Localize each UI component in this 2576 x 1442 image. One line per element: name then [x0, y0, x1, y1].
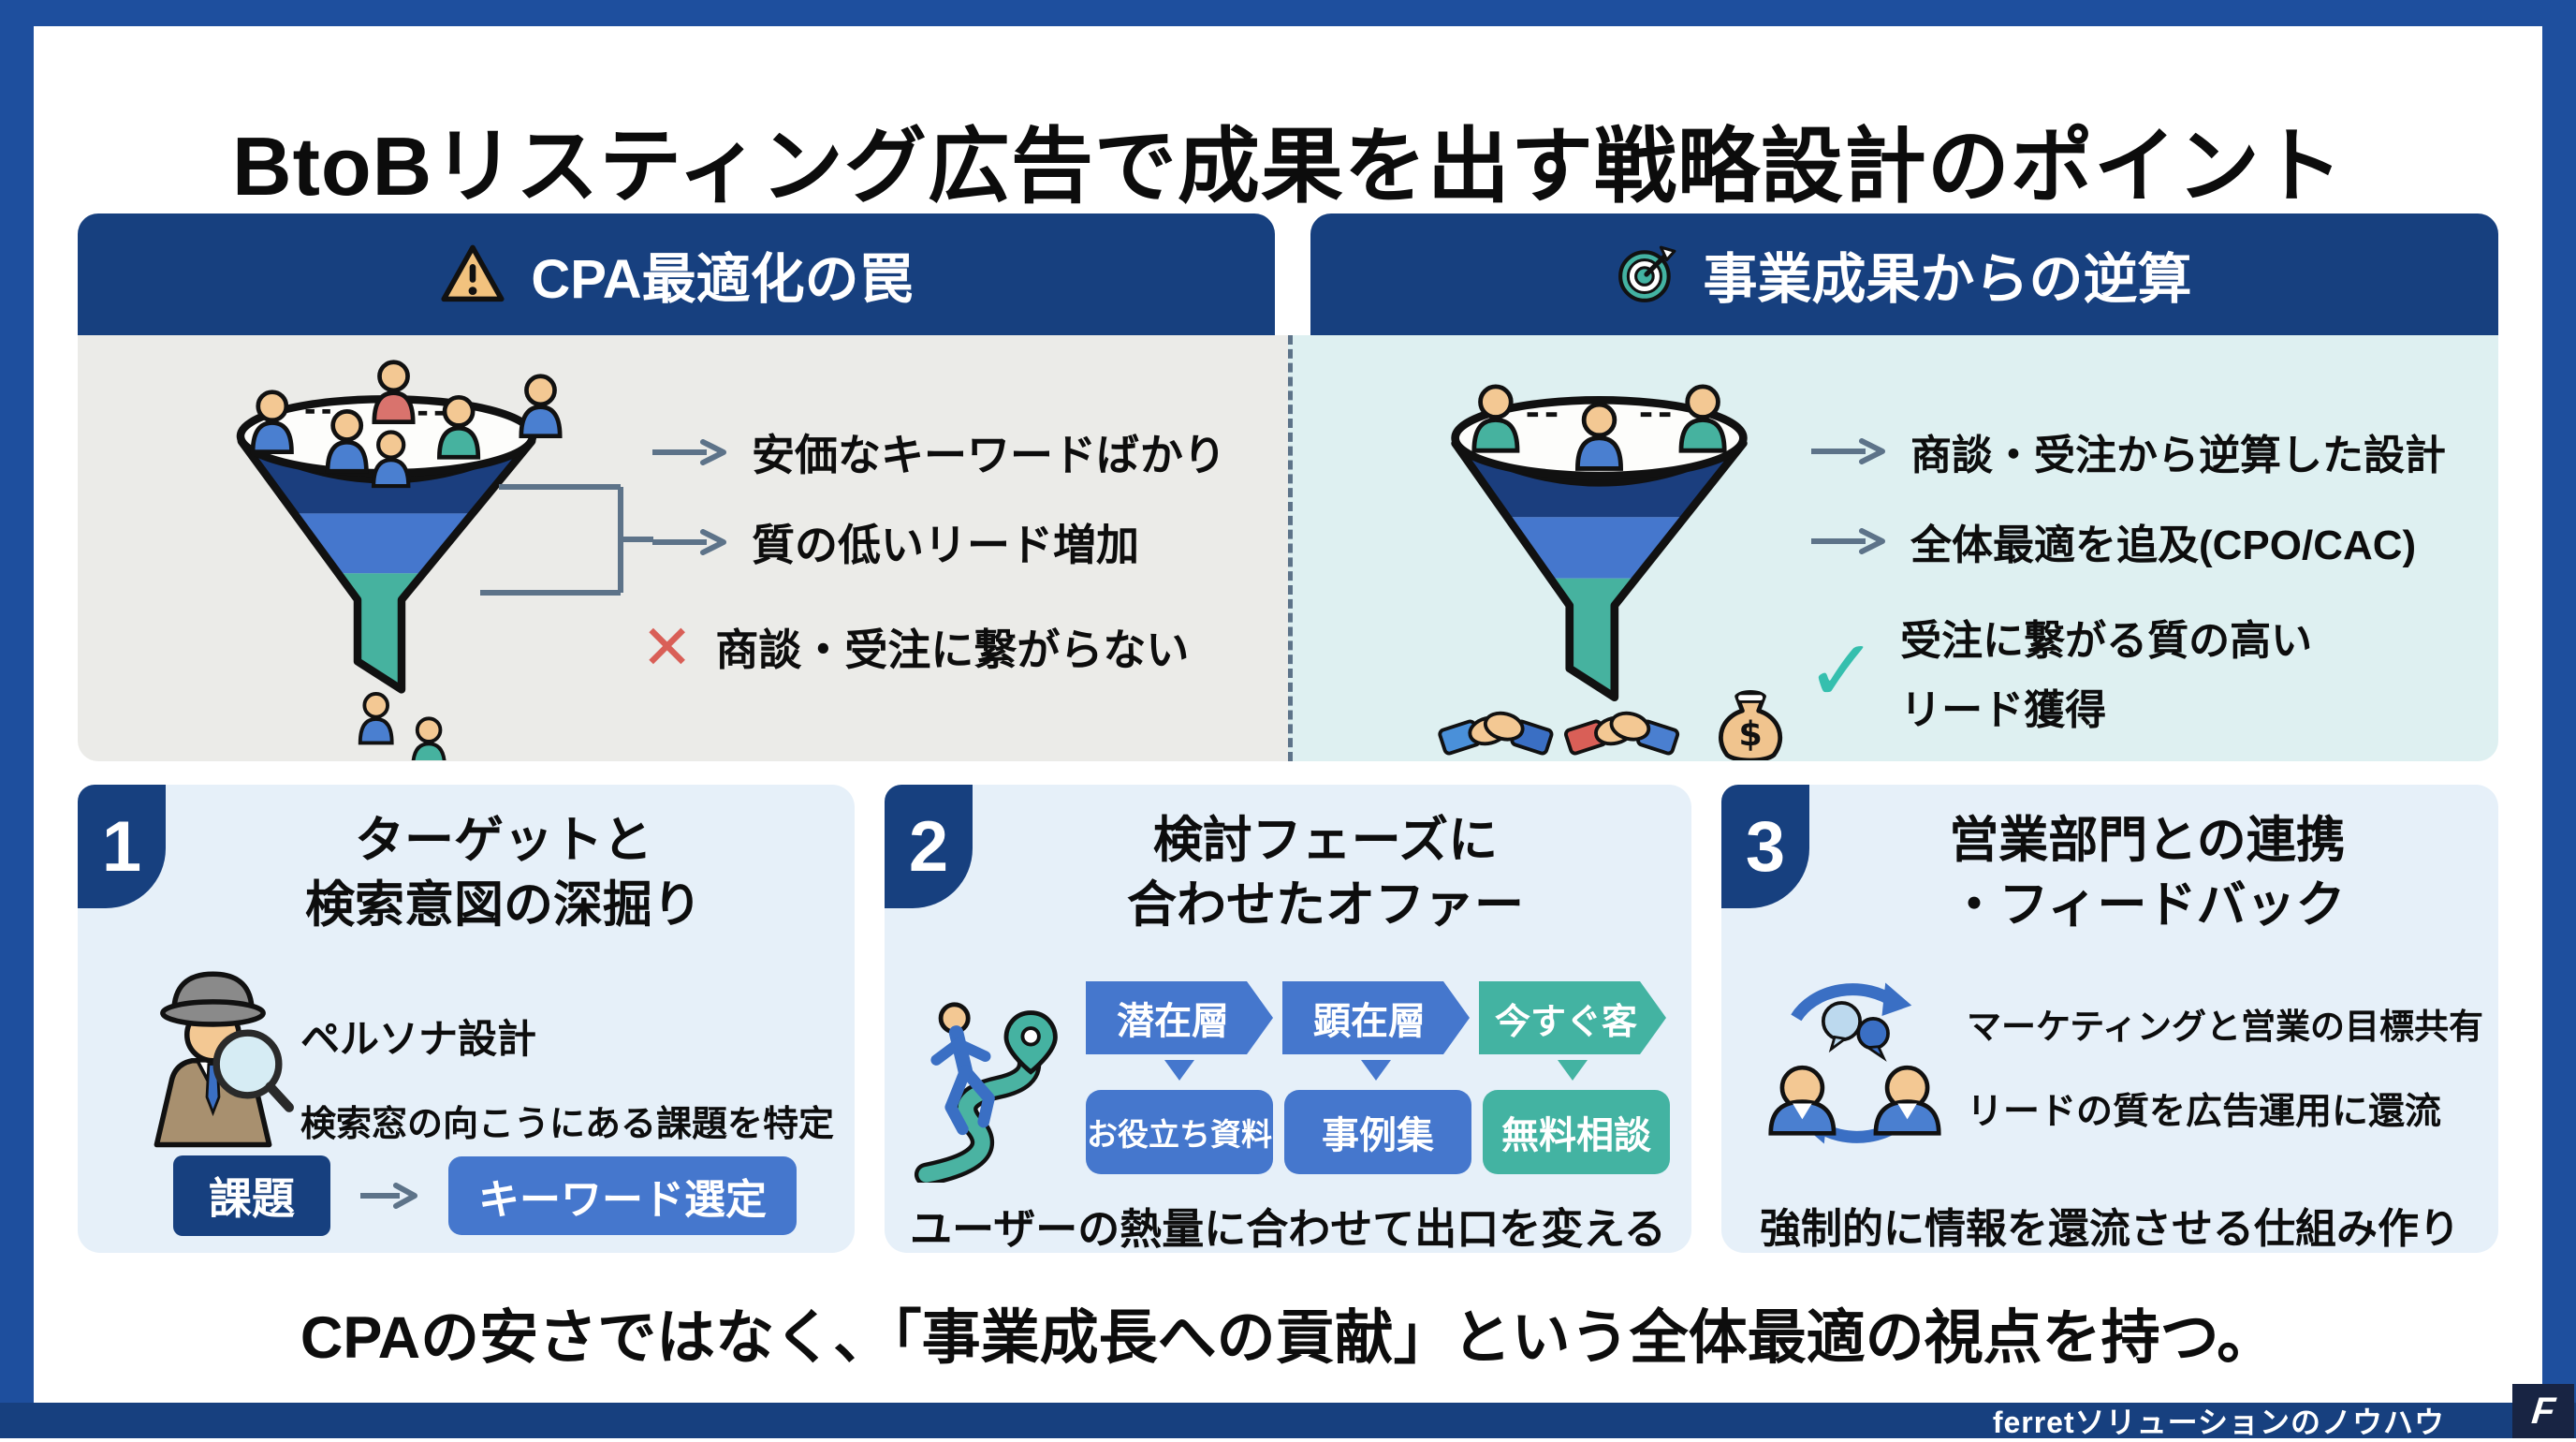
- money-bag-icon: $: [1719, 689, 1783, 760]
- card-2-number: 2: [908, 806, 949, 887]
- phase-chevron-latent: 潜在層: [1086, 981, 1273, 1054]
- offer-case-studies: 事例集: [1284, 1090, 1471, 1174]
- top-panels: CPA最適化の罠 事業成果からの逆算: [78, 213, 2498, 761]
- card-1-points: ペルソナ設計 検索窓の向こうにある課題を特定: [300, 1008, 848, 1146]
- ferret-logo: F: [2512, 1384, 2574, 1438]
- card-target-search-intent: 1 ターゲットと 検索意図の深掘り ペルソナ設計 検索窓の向こうにある課題を特定…: [78, 785, 855, 1253]
- result-bullet-2: 全体最適を追及(CPO/CAC): [1809, 511, 2416, 571]
- conclusion-text: CPAの安さではなく、「事業成長への貢献」という全体最適の視点を持つ。: [300, 1305, 2276, 1371]
- result-bullet-3: ✓ 受注に繋がる質の高い リード獲得: [1806, 607, 2312, 736]
- flow-to-pill: キーワード選定: [448, 1156, 797, 1235]
- card-3-points: マーケティングと営業の目標共有 リードの質を広告運用に還流: [1967, 998, 2491, 1135]
- cpa-bullet-3: ✕ 商談・受注に繋がらない: [641, 616, 1189, 678]
- footer-bar: [0, 1403, 2576, 1438]
- arrow-right-icon: [1811, 438, 1885, 464]
- triangle-down-icon: [1361, 1060, 1391, 1081]
- cpa-trap-header-label: CPA最適化の罠: [531, 249, 914, 310]
- arrow-right-icon: [360, 1183, 417, 1209]
- result-bullet-2-text: 全体最適を追及(CPO/CAC): [1910, 522, 2417, 568]
- card-2-title: 検討フェーズに 合わせたオファー: [1127, 813, 1524, 933]
- cross-icon: ✕: [641, 612, 694, 682]
- phase-offers: お役立ち資料 事例集 無料相談: [1086, 1090, 1670, 1174]
- card-sales-feedback: 3 営業部門との連携 ・フィードバック: [1721, 785, 2498, 1253]
- bracket-connector: [480, 484, 653, 596]
- cpa-bullet-2-text: 質の低いリード増加: [752, 521, 1139, 569]
- phase-chevron-now: 今すぐ客: [1479, 981, 1666, 1054]
- flow-from-pill: 課題: [173, 1155, 330, 1236]
- card-1-number: 1: [101, 806, 142, 887]
- triangle-down-icon: [1164, 1060, 1194, 1081]
- funnel-high-quality-illustration: $: [1438, 384, 1783, 760]
- cpa-bullet-3-text: 商談・受注に繋がらない: [715, 625, 1190, 674]
- phase-chevrons: 潜在層 顕在層 今すぐ客: [1086, 981, 1666, 1054]
- offer-downloadable: お役立ち資料: [1086, 1090, 1273, 1174]
- card-3-number-badge: 3: [1721, 785, 1809, 908]
- cpa-trap-body: 安価なキーワードばかり 質の低いリード増加 ✕ 商談・受注に繋がらない: [78, 335, 1288, 761]
- handshake-icon: [1438, 711, 1554, 756]
- warning-icon: [441, 244, 505, 302]
- card-3-note: 強制的に情報を還流させる仕組み作り: [1760, 1206, 2460, 1252]
- arrow-right-icon: [1811, 528, 1885, 554]
- card-3-point-2: リードの質を広告運用に還流: [1967, 1092, 2442, 1132]
- arrow-right-icon: [652, 529, 726, 555]
- page-title: BtoBリスティング広告で成果を出す戦略設計のポイント: [232, 119, 2344, 213]
- card-phase-offer: 2 検討フェーズに 合わせたオファー 潜在層 顕在層 今すぐ客: [885, 785, 1691, 1253]
- cpa-bullet-2: 質の低いリード増加: [651, 511, 1139, 573]
- result-bullet-1-text: 商談・受注から逆算した設計: [1910, 433, 2446, 478]
- cpa-bullet-1-text: 安価なキーワードばかり: [752, 431, 1226, 479]
- card-1-point-1: ペルソナ設計: [300, 1017, 537, 1061]
- business-result-body: $ 商談・受注から逆算した設計 全体最適を追及(CPO/CAC) ✓ 受注に繋が…: [1288, 335, 2498, 761]
- card-3-point-1: マーケティングと営業の目標共有: [1967, 1008, 2484, 1046]
- card-1-point-2: 検索窓の向こうにある課題を特定: [300, 1105, 835, 1144]
- card-1-flow: 課題 キーワード選定: [153, 1155, 817, 1236]
- business-result-header: 事業成果からの逆算: [1310, 213, 2498, 335]
- footer-brand: ferretソリューションのノウハウ: [1992, 1405, 2445, 1439]
- strategy-cards: 1 ターゲットと 検索意図の深掘り ペルソナ設計 検索窓の向こうにある課題を特定…: [78, 785, 2498, 1253]
- card-1-number-badge: 1: [78, 785, 166, 908]
- check-icon: ✓: [1806, 624, 1879, 719]
- phase-chevron-manifest: 顕在層: [1282, 981, 1470, 1054]
- handshake-icon: [1564, 711, 1680, 756]
- phase-arrows: [1086, 1060, 1666, 1081]
- feedback-loop-icon: [1768, 982, 1941, 1144]
- card-3-number: 3: [1745, 806, 1786, 887]
- triangle-down-icon: [1558, 1060, 1588, 1081]
- detective-icon: [154, 971, 294, 1148]
- result-bullet-1: 商談・受注から逆算した設計: [1809, 421, 2446, 481]
- arrow-right-icon: [652, 439, 726, 465]
- card-1-title: ターゲットと 検索意図の深掘り: [305, 813, 702, 933]
- business-result-header-label: 事業成果からの逆算: [1703, 249, 2192, 310]
- walking-person-icon: [914, 1002, 1058, 1183]
- card-3-title: 営業部門との連携 ・フィードバック: [1949, 813, 2346, 933]
- card-2-number-badge: 2: [885, 785, 973, 908]
- cpa-trap-header: CPA最適化の罠: [78, 213, 1275, 335]
- cpa-bullet-1: 安価なキーワードばかり: [651, 421, 1226, 483]
- offer-free-consult: 無料相談: [1483, 1090, 1670, 1174]
- card-2-note: ユーザーの熱量に合わせて出口を変える: [910, 1205, 1666, 1253]
- result-bullet-3-line1: 受注に繋がる質の高い: [1900, 618, 2313, 664]
- svg-text:$: $: [1738, 714, 1762, 755]
- result-bullet-3-line2: リード獲得: [1900, 687, 2107, 733]
- target-icon: [1618, 245, 1676, 302]
